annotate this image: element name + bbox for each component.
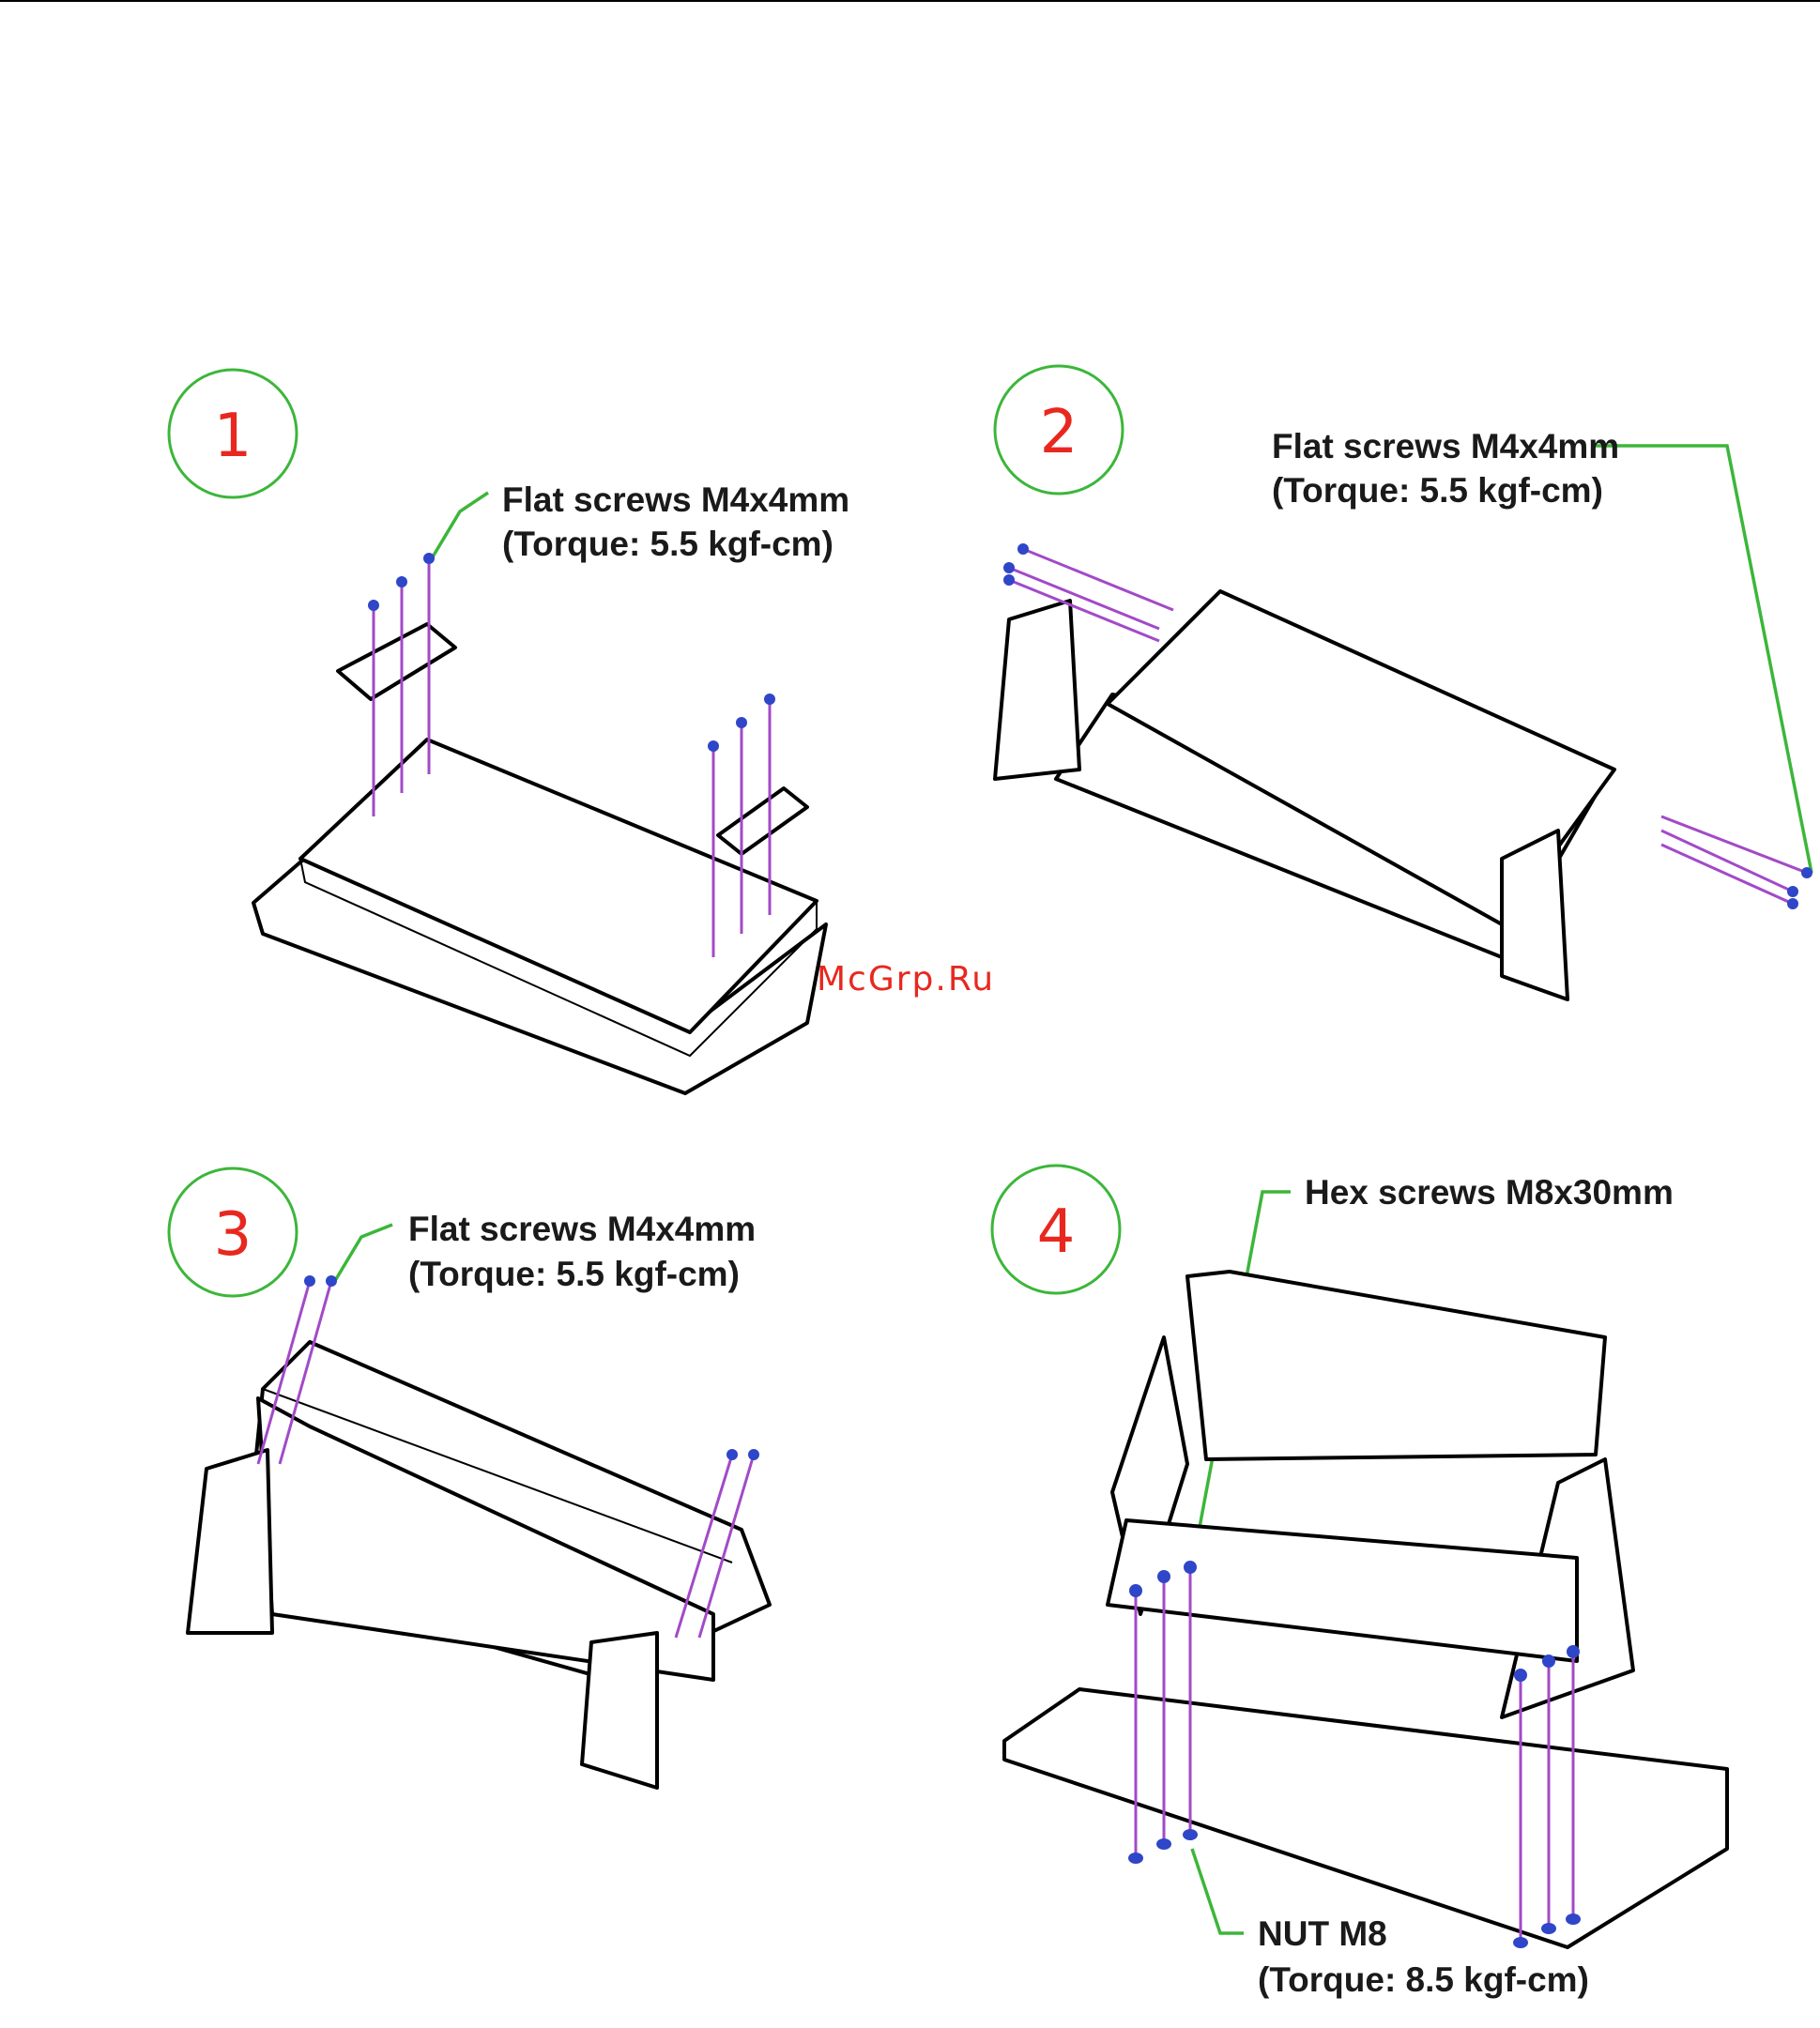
step-2-callout-line1: Flat screws M4x4mm — [1272, 427, 1619, 465]
step-2-panel: 2 Flat screws M4x4mm (Torque: 5.5 kgf-cm… — [995, 366, 1812, 999]
step-3-leader-line — [333, 1225, 392, 1284]
step-3-panel: 3 Flat screws M4x4mm (Torque: 5.5 kgf-cm… — [169, 1168, 770, 1788]
step-4-callout-line1: Hex screws M8x30mm — [1305, 1173, 1674, 1212]
step-3-stand-left — [188, 1450, 272, 1633]
step-3-callout-line1: Flat screws M4x4mm — [408, 1210, 756, 1248]
step-4-nut-callout-line1: NUT M8 — [1258, 1914, 1387, 1953]
watermark: McGrp.Ru — [817, 960, 995, 999]
step-2-leader-line — [1591, 446, 1812, 873]
step-1-number: 1 — [214, 402, 252, 471]
step-4-panel: 4 Hex screws M8x30mm NUT M8 (Torque: 8.5… — [992, 1166, 1727, 1999]
step-1-leader-line — [432, 493, 488, 558]
step-2-number: 2 — [1040, 398, 1078, 467]
step-2-stand-right — [1502, 831, 1568, 999]
step-2-stand-left — [995, 601, 1079, 779]
step-3-stand-right — [582, 1633, 657, 1788]
step-4-number: 4 — [1037, 1197, 1076, 1267]
step-3-callout-line2: (Torque: 5.5 kgf-cm) — [408, 1255, 740, 1293]
step-1-panel: 1 Flat screws M4x4mm (Torque: 5.5 kgf-cm… — [169, 370, 849, 1093]
step-4-leader-line-bottom — [1192, 1849, 1244, 1933]
step-4-nut-callout-line2: (Torque: 8.5 kgf-cm) — [1258, 1960, 1589, 1999]
step-1-callout-line2: (Torque: 5.5 kgf-cm) — [502, 525, 834, 563]
step-3-number: 3 — [214, 1200, 252, 1270]
step-4-monitor — [1187, 1272, 1605, 1459]
step-4-base-plate — [1108, 1520, 1577, 1661]
step-1-bracket-top — [338, 624, 455, 699]
step-1-callout-line1: Flat screws M4x4mm — [502, 480, 849, 519]
step-2-callout-line2: (Torque: 5.5 kgf-cm) — [1272, 471, 1603, 510]
step-1-bracket-right — [718, 788, 807, 854]
step-4-desk — [1004, 1689, 1727, 1947]
